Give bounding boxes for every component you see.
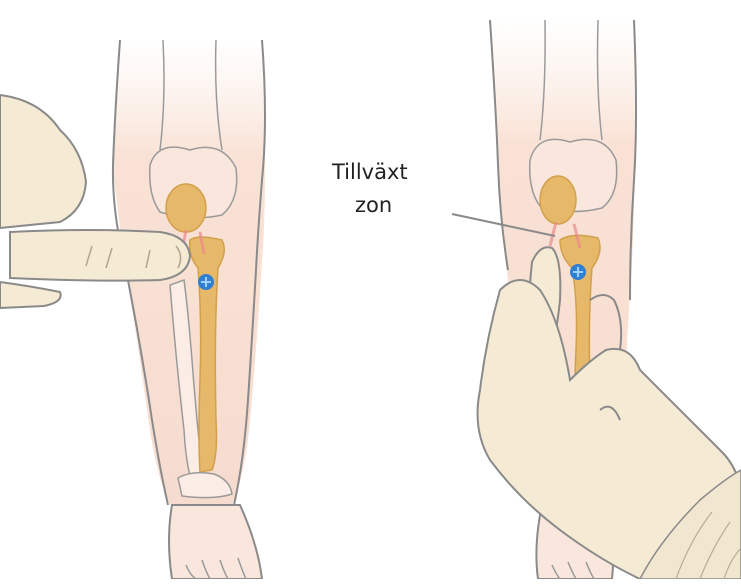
left-injection-site	[198, 274, 214, 290]
right-injection-site	[570, 264, 586, 280]
pointing-finger	[10, 230, 190, 281]
right-patella	[540, 176, 576, 224]
left-leg	[112, 40, 265, 579]
left-patella	[166, 184, 206, 232]
pointing-hand-palm	[0, 95, 86, 228]
curled-fingers	[0, 282, 61, 308]
annotation-label-line2: zon	[355, 195, 392, 216]
left-foot	[169, 505, 262, 579]
gripping-hand	[478, 247, 741, 579]
annotation-label-line1: Tillväxt	[332, 162, 408, 183]
